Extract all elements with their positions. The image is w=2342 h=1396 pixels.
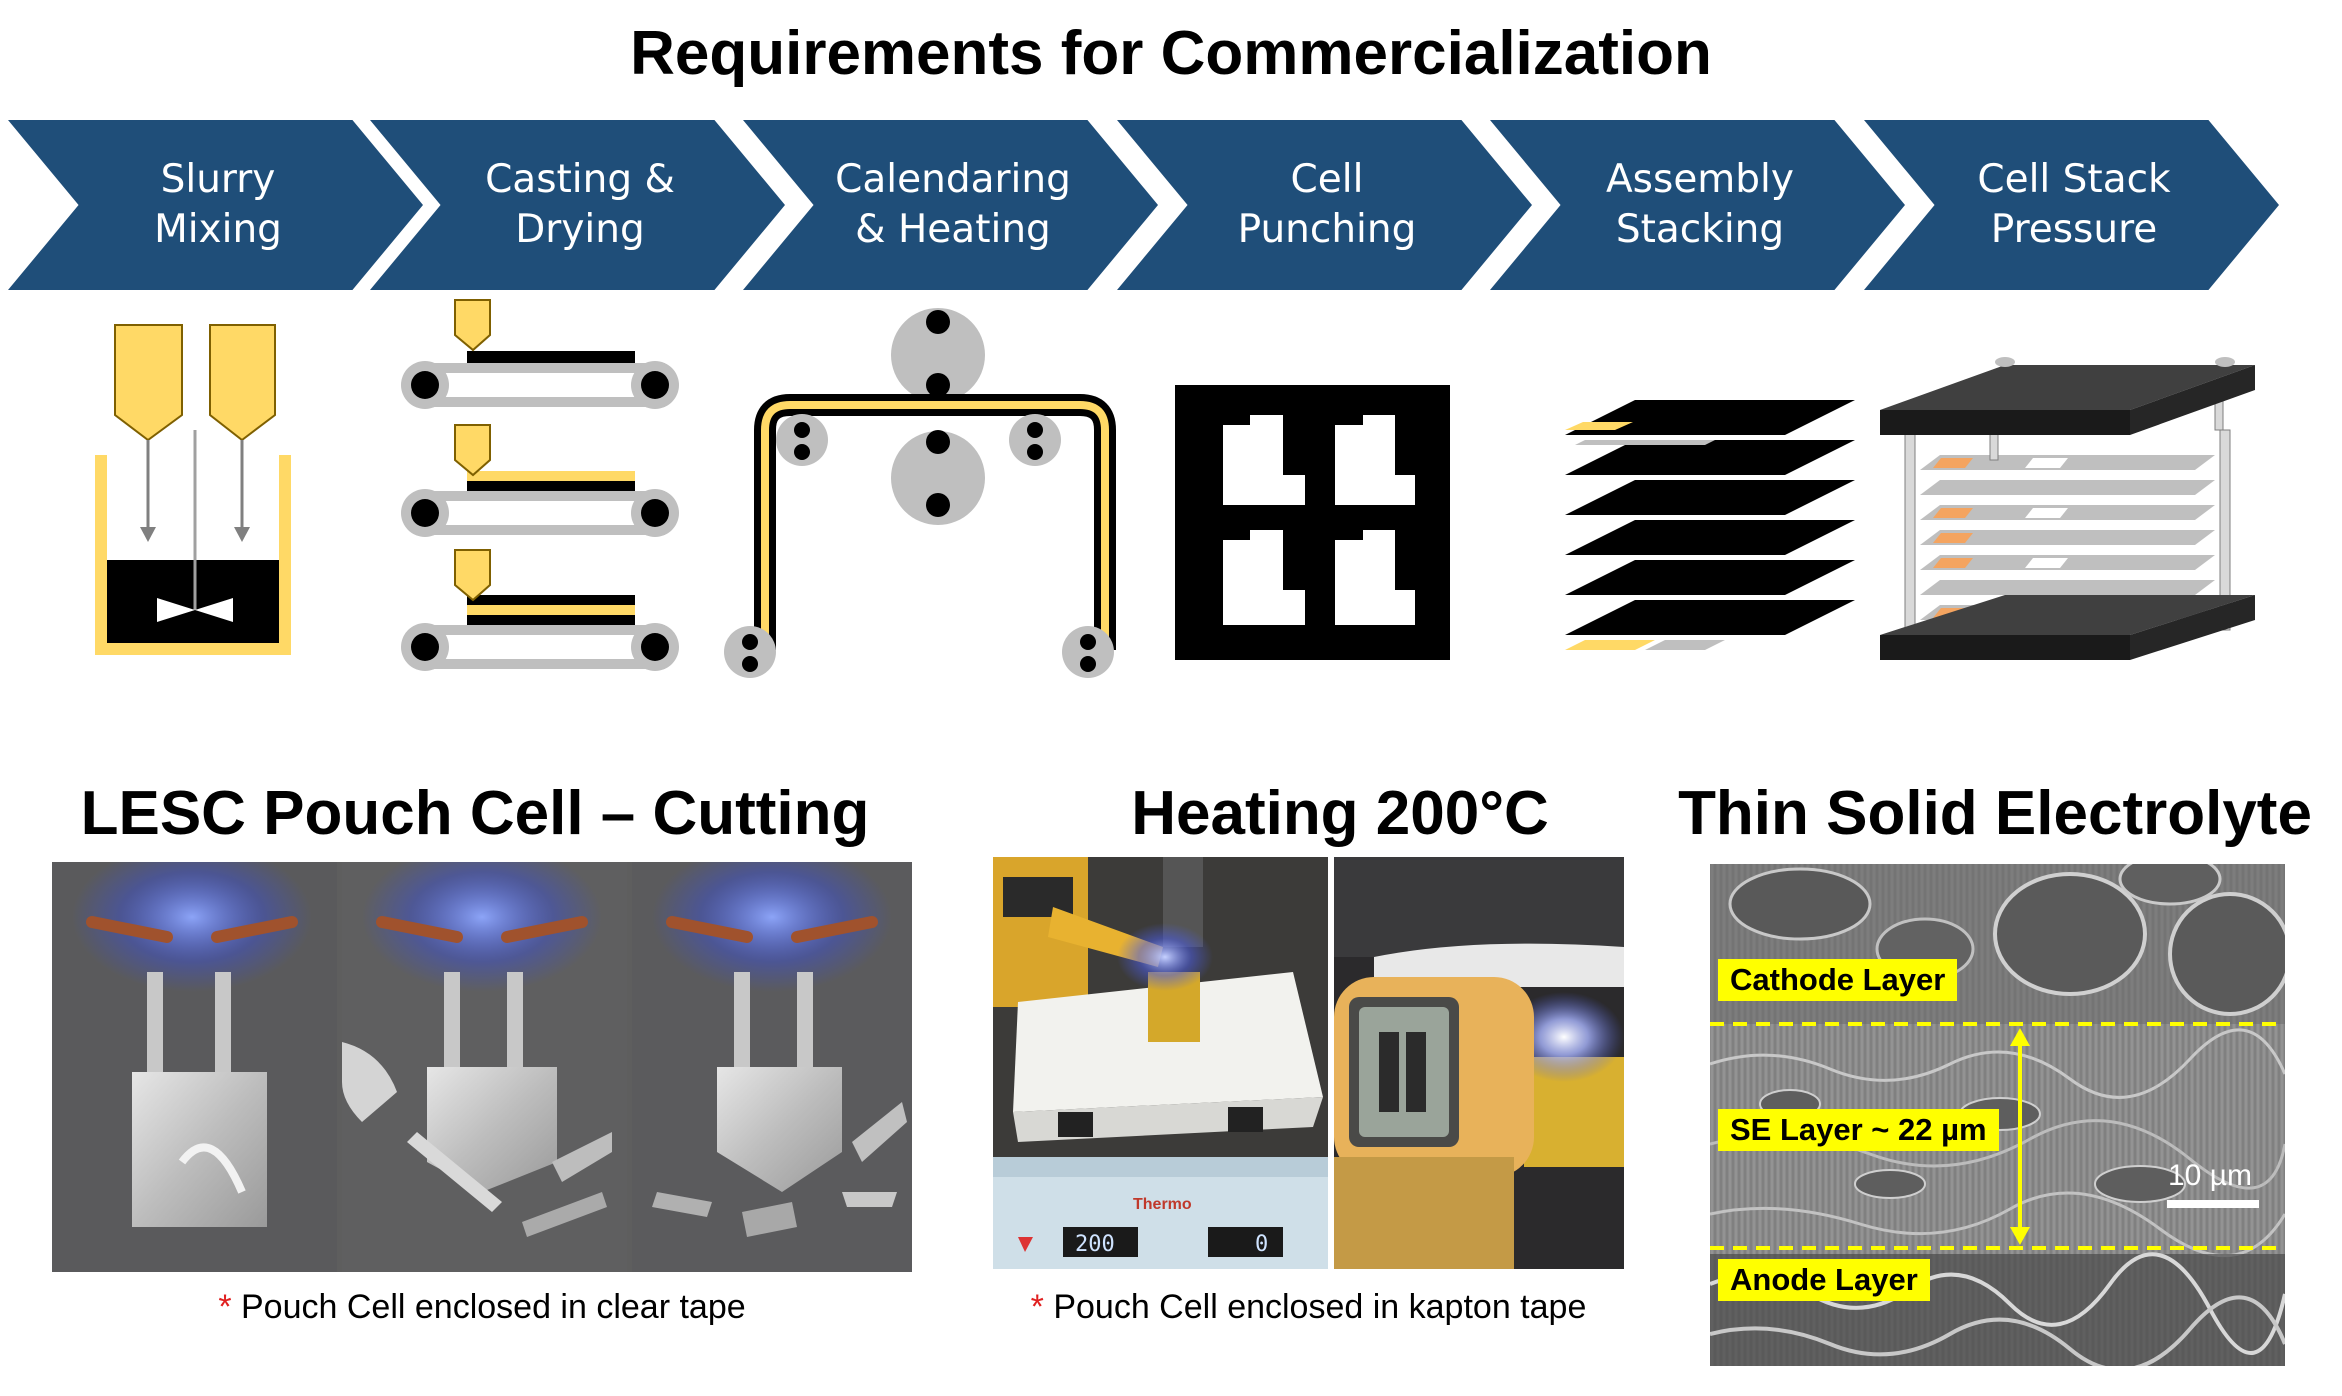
- cutting-caption: * Pouch Cell enclosed in clear tape: [52, 1288, 912, 1327]
- heating-caption: * Pouch Cell enclosed in kapton tape: [993, 1288, 1624, 1327]
- se-layer-label: SE Layer ~ 22 µm: [1718, 1109, 1999, 1151]
- process-flow: Slurry Mixing Casting & Drying Calendari…: [0, 120, 2342, 290]
- step-cell-stack-pressure: Cell Stack Pressure: [1864, 120, 2279, 290]
- step-label: Slurry Mixing: [154, 157, 282, 252]
- anode-layer-label: Anode Layer: [1718, 1259, 1930, 1301]
- heating-photo-thermometer: [1334, 857, 1624, 1269]
- assembly-stacking-icon: [1565, 400, 1855, 650]
- slurry-mixing-icon: [95, 324, 291, 655]
- step-label: Casting & Drying: [485, 157, 675, 252]
- calendaring-heating-icon: [724, 308, 1116, 678]
- casting-drying-icon: [401, 299, 679, 671]
- cutting-section-title: LESC Pouch Cell – Cutting: [80, 779, 870, 848]
- page-title: Requirements for Commercialization: [630, 19, 1712, 88]
- cell-punching-icon: [1175, 385, 1450, 660]
- heating-section-title: Heating 200°C: [1131, 779, 1549, 848]
- step-cell-punching: Cell Punching: [1117, 120, 1532, 290]
- caption-text: Pouch Cell enclosed in clear tape: [231, 1288, 746, 1326]
- hotplate-brand-text: Thermo: [1133, 1196, 1192, 1213]
- electrolyte-section-title: Thin Solid Electrolyte: [1678, 779, 2312, 848]
- scale-bar-label: 10 µm: [2168, 1159, 2252, 1192]
- sem-cross-section-image: Cathode Layer SE Layer ~ 22 µm Anode Lay…: [1710, 864, 2285, 1366]
- step-casting-drying: Casting & Drying: [370, 120, 785, 290]
- step-slurry-mixing: Slurry Mixing: [8, 120, 423, 290]
- step-label: Calendaring & Heating: [835, 157, 1071, 252]
- pouch-cell-cutting-photo: [52, 862, 912, 1272]
- caption-text: Pouch Cell enclosed in kapton tape: [1043, 1288, 1587, 1326]
- caption-asterisk: *: [218, 1288, 232, 1326]
- caption-asterisk: *: [1030, 1288, 1044, 1326]
- hotplate-illustration: Thermo 200 0: [993, 857, 1328, 1269]
- step-label: Assembly Stacking: [1606, 157, 1794, 252]
- cutting-photo-illustration: [52, 862, 912, 1272]
- hotplate-display-right: 0: [1255, 1232, 1268, 1257]
- step-assembly-stacking: Assembly Stacking: [1490, 120, 1905, 290]
- cell-stack-pressure-icon: [1880, 357, 2255, 660]
- step-label: Cell Punching: [1237, 157, 1417, 252]
- thermometer-illustration: [1334, 857, 1624, 1269]
- cathode-layer-label: Cathode Layer: [1718, 959, 1958, 1001]
- hotplate-display-left: 200: [1075, 1232, 1115, 1257]
- heating-photo-hotplate: Thermo 200 0: [993, 857, 1328, 1269]
- step-label: Cell Stack Pressure: [1977, 157, 2171, 252]
- step-calendaring-heating: Calendaring & Heating: [743, 120, 1158, 290]
